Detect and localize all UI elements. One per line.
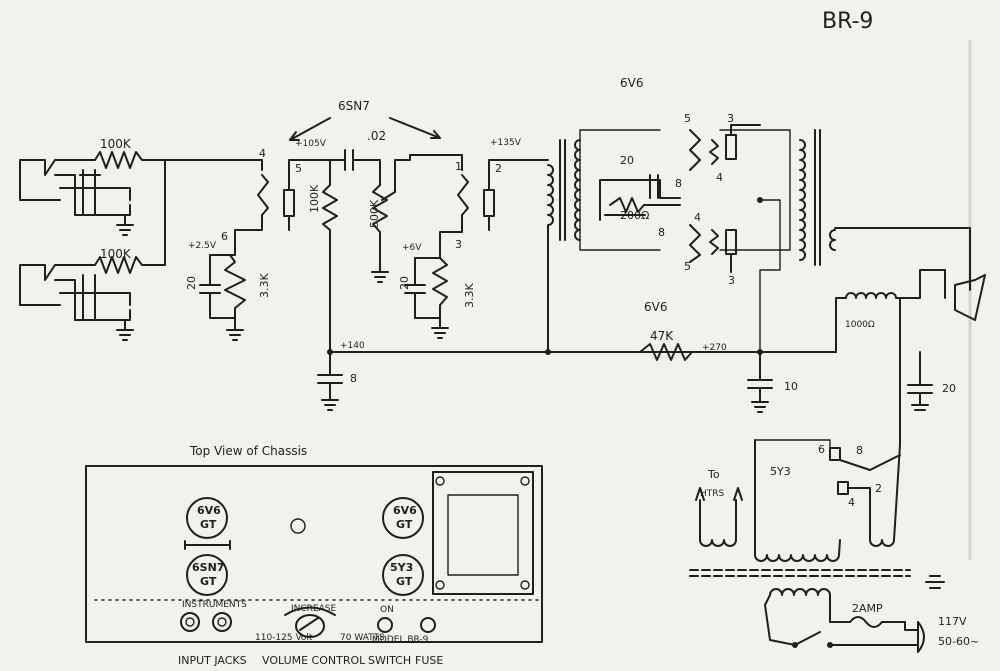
label-pin-4: 4 — [259, 147, 266, 160]
chassis-title: Top View of Chassis — [189, 444, 307, 458]
label-cap-20-c: 20 — [620, 154, 634, 167]
label-pin-8-rect: 8 — [856, 444, 863, 457]
label-cap-20-a: 20 — [185, 276, 198, 290]
socket-5y3 — [382, 554, 424, 596]
label-200-ohm: 200Ω — [620, 209, 649, 222]
label-6v6-bottom: 6V6 — [644, 300, 667, 314]
chassis-increase: INCREASE — [291, 604, 336, 614]
label-pin-8-upper: 8 — [675, 177, 682, 190]
label-pin-2-rect: 2 — [875, 482, 882, 495]
label-plus-270: +270 — [702, 343, 727, 353]
label-cap-10: 10 — [784, 380, 798, 393]
chassis-model: MODEL BR-9 — [372, 635, 429, 645]
label-pin-5-upper: 5 — [684, 112, 691, 125]
label-plus-6v: +6V — [402, 243, 422, 253]
label-cap-8: 8 — [350, 372, 357, 385]
chassis-on: ON — [380, 605, 394, 615]
label-pin-2: 2 — [495, 162, 502, 175]
chassis-tube-6v6-right: 6V6 — [393, 504, 417, 517]
input-jack-2 — [19, 264, 134, 341]
label-plus-140: +140 — [340, 341, 365, 351]
caption-fuse: FUSE — [415, 654, 443, 667]
resistor-input-2 — [74, 159, 166, 274]
chassis-tube-gt-2: GT — [200, 575, 217, 588]
label-pin-4-rect: 4 — [848, 496, 855, 509]
label-3-3k-b: 3.3K — [463, 283, 476, 308]
chassis-tube-6sn7: 6SN7 — [192, 561, 224, 574]
label-100k-plate: 100K — [308, 184, 321, 213]
label-pin-5: 5 — [295, 162, 302, 175]
label-pin-8-lower: 8 — [658, 226, 665, 239]
label-1000-ohm: 1000Ω — [845, 320, 875, 330]
label-plus-135v: +135V — [490, 138, 522, 148]
label-500k: 500K — [368, 199, 381, 228]
chassis-tube-gt-3: GT — [396, 518, 413, 531]
label-pin-1: 1 — [455, 160, 462, 173]
socket-6v6-right — [382, 497, 424, 539]
chassis-watts: 70 WATTS — [340, 633, 385, 643]
label-pin-3-lower: 3 — [728, 274, 735, 287]
socket-6v6-left — [186, 497, 228, 539]
label-117v: 117V — [938, 615, 967, 628]
caption-switch: SWITCH — [368, 654, 411, 667]
chassis-top-view — [85, 465, 543, 643]
label-47k: 47K — [650, 329, 674, 343]
label-6v6-top: 6V6 — [620, 76, 643, 90]
label-fuse-2amp: 2AMP — [852, 602, 883, 615]
input-jack-1 — [19, 159, 134, 236]
label-5y3: 5Y3 — [770, 465, 791, 478]
chassis-tube-gt-1: GT — [200, 518, 217, 531]
label-plus-105v: +105V — [295, 139, 327, 149]
label-cap-20-b: 20 — [398, 276, 411, 290]
label-100k-2: 100K — [100, 247, 132, 261]
rectifier-5y3 — [829, 447, 901, 541]
chassis-voltage: 110-125 Volt — [255, 633, 313, 643]
label-pin-3-upper: 3 — [727, 112, 734, 125]
label-3-3k-a: 3.3K — [258, 273, 271, 298]
tube-6sn7-section-1 — [199, 159, 331, 341]
tube-6sn7-section-2 — [404, 159, 541, 339]
chassis-instruments: INSTRUMENTS — [182, 600, 247, 610]
label-htrs: HTRS — [700, 489, 725, 499]
label-plus-2-5v: +2.5V — [188, 241, 217, 251]
label-pin-3: 3 — [455, 238, 462, 251]
label-pin-6-rect: 6 — [818, 443, 825, 456]
chassis-tube-5y3: 5Y3 — [390, 561, 413, 574]
label-pin-5-lower: 5 — [684, 260, 691, 273]
label-pin-4-lower: 4 — [694, 211, 701, 224]
tube-6v6-lower — [689, 224, 737, 273]
socket-6sn7 — [186, 554, 228, 596]
model-title: BR-9 — [822, 9, 873, 34]
label-to: To — [707, 468, 720, 481]
tube-6v6-upper — [689, 124, 761, 171]
label-50-60: 50-60~ — [938, 635, 979, 648]
label-cap-02: .02 — [367, 129, 386, 143]
chassis-tube-6v6-left: 6V6 — [197, 504, 221, 517]
caption-input-jacks: INPUT JACKS — [178, 654, 247, 667]
chassis-tube-gt-4: GT — [396, 575, 413, 588]
label-cap-20-d: 20 — [942, 382, 956, 395]
label-pin-6: 6 — [221, 230, 228, 243]
label-6sn7-top: 6SN7 — [338, 99, 370, 113]
label-pin-4-upper: 4 — [716, 171, 723, 184]
caption-volume-control: VOLUME CONTROL — [262, 654, 366, 667]
resistor-input-1 — [74, 151, 171, 169]
label-100k-1: 100K — [100, 137, 132, 151]
